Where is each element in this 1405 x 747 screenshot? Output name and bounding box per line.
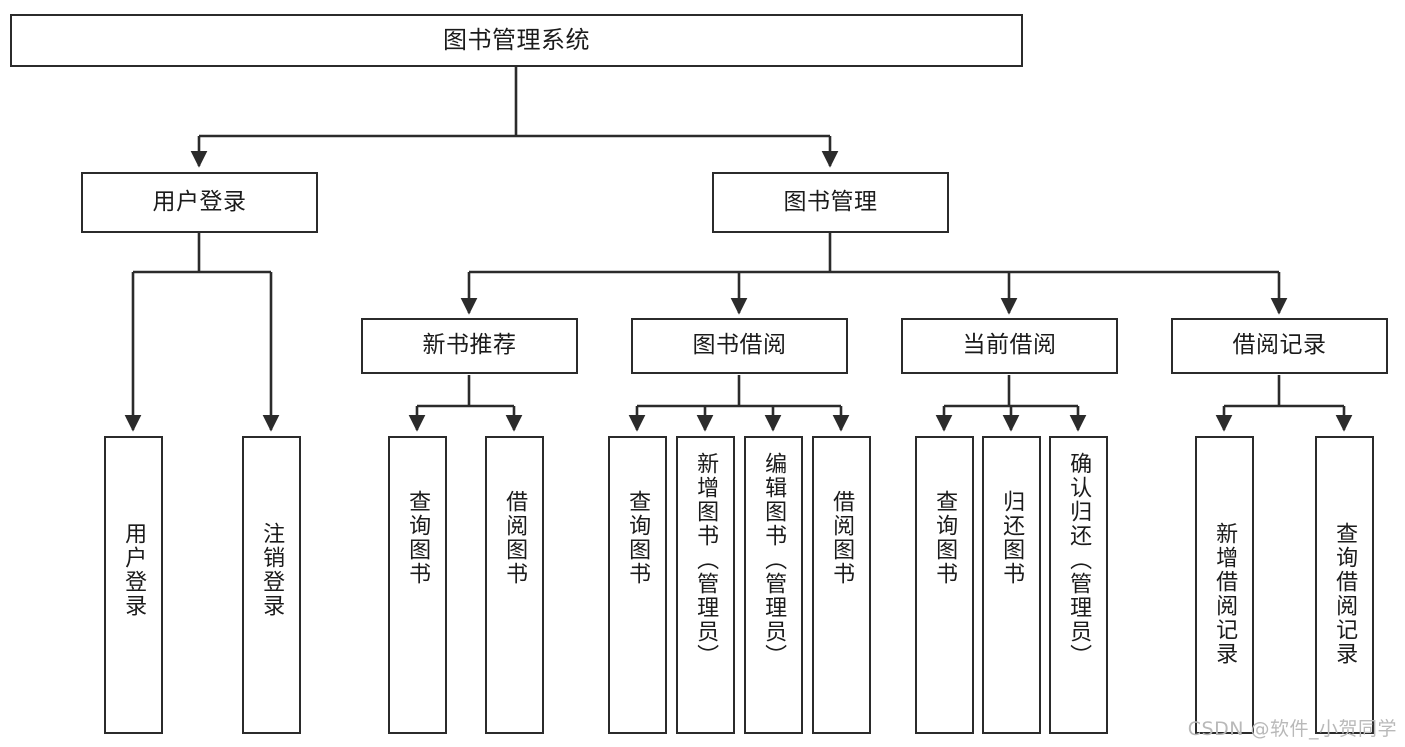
node-label: 注销登录 xyxy=(259,522,285,618)
node-label: 用户登录 xyxy=(152,188,247,215)
node-leaf-logout[interactable]: 注销登录 xyxy=(242,436,301,734)
node-label: 查询图书 xyxy=(405,490,431,586)
node-label: 新增图书（管理员） xyxy=(693,452,719,668)
node-label: 借阅图书 xyxy=(829,490,855,586)
node-label: 查询图书 xyxy=(932,490,958,586)
node-label: 借阅图书 xyxy=(502,490,528,586)
node-leaf-borrow-book-recommend[interactable]: 借阅图书 xyxy=(485,436,544,734)
node-label: 用户登录 xyxy=(121,522,147,618)
node-leaf-add-borrow-record[interactable]: 新增借阅记录 xyxy=(1195,436,1254,734)
node-label: 图书管理 xyxy=(783,188,878,215)
node-new-book-recommend[interactable]: 新书推荐 xyxy=(361,318,578,374)
node-leaf-query-book-borrow[interactable]: 查询图书 xyxy=(608,436,667,734)
node-current-borrow[interactable]: 当前借阅 xyxy=(901,318,1118,374)
node-book-borrow[interactable]: 图书借阅 xyxy=(631,318,848,374)
node-label: 编辑图书（管理员） xyxy=(761,452,787,668)
node-label: 借阅记录 xyxy=(1232,332,1327,359)
node-leaf-query-borrow-record[interactable]: 查询借阅记录 xyxy=(1315,436,1374,734)
node-label: 确认归还（管理员） xyxy=(1066,452,1092,668)
node-leaf-borrow-book[interactable]: 借阅图书 xyxy=(812,436,871,734)
node-borrow-record[interactable]: 借阅记录 xyxy=(1171,318,1388,374)
node-label: 新书推荐 xyxy=(422,332,517,359)
node-leaf-add-book-admin[interactable]: 新增图书（管理员） xyxy=(676,436,735,734)
node-label: 查询借阅记录 xyxy=(1332,522,1358,666)
node-leaf-query-book-current[interactable]: 查询图书 xyxy=(915,436,974,734)
node-leaf-confirm-return-admin[interactable]: 确认归还（管理员） xyxy=(1049,436,1108,734)
node-label: 图书借阅 xyxy=(692,332,787,359)
node-label: 图书管理系统 xyxy=(443,26,590,55)
node-leaf-query-book-recommend[interactable]: 查询图书 xyxy=(388,436,447,734)
node-book-manage[interactable]: 图书管理 xyxy=(712,172,949,233)
csdn-watermark: CSDN @软件_小贺同学 xyxy=(1187,718,1397,740)
node-label: 归还图书 xyxy=(999,490,1025,586)
node-root-book-management-system[interactable]: 图书管理系统 xyxy=(10,14,1023,67)
node-label: 当前借阅 xyxy=(962,332,1057,359)
node-leaf-edit-book-admin[interactable]: 编辑图书（管理员） xyxy=(744,436,803,734)
node-leaf-user-login[interactable]: 用户登录 xyxy=(104,436,163,734)
node-user-login[interactable]: 用户登录 xyxy=(81,172,318,233)
node-label: 新增借阅记录 xyxy=(1212,522,1238,666)
node-leaf-return-book[interactable]: 归还图书 xyxy=(982,436,1041,734)
node-label: 查询图书 xyxy=(625,490,651,586)
